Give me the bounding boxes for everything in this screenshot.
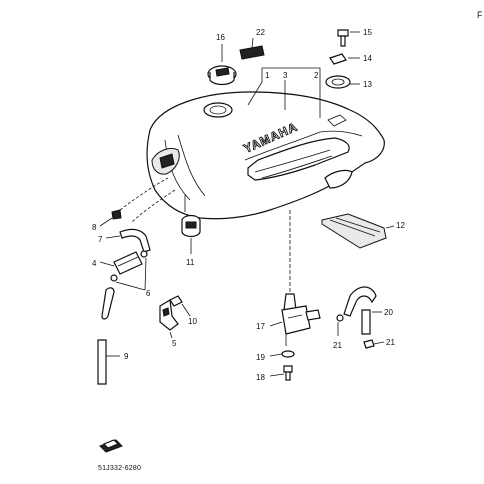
part-19-gasket: 19 xyxy=(256,350,295,362)
part-16-fuel-cap: 16 xyxy=(207,33,237,86)
part-9-hose: 9 xyxy=(97,287,129,385)
part-22-decal: 22 xyxy=(239,28,265,60)
callout-22: 22 xyxy=(256,28,265,37)
part-21-clips: 21 21 xyxy=(333,314,395,350)
part-20-hose: 20 xyxy=(343,286,393,335)
part-12-damper-pad: 12 xyxy=(321,213,405,249)
part-13-damper: 13 xyxy=(325,75,372,89)
footer-code: 51J332-6280 xyxy=(98,465,141,472)
callout-7: 7 xyxy=(98,235,103,244)
callout-2: 2 xyxy=(314,71,319,80)
part-7-fuel-hose: 7 xyxy=(98,228,151,253)
callout-6: 6 xyxy=(146,289,151,298)
part-10-bolt: 10 xyxy=(169,295,197,326)
callout-4: 4 xyxy=(92,259,97,268)
callout-16: 16 xyxy=(216,33,225,42)
callout-3: 3 xyxy=(283,71,288,80)
callout-11: 11 xyxy=(186,258,195,267)
callout-18: 18 xyxy=(256,373,265,382)
callout-17: 17 xyxy=(256,322,265,331)
callout-14: 14 xyxy=(363,54,372,63)
part-6-clips: 6 xyxy=(110,250,151,298)
part-18-screw: 18 xyxy=(256,365,293,382)
callout-21-right: 21 xyxy=(386,338,395,347)
callout-5: 5 xyxy=(172,339,177,348)
callout-19: 19 xyxy=(256,353,265,362)
part-8-clip: 8 xyxy=(92,177,169,232)
callouts-tank: 3 2 1 xyxy=(247,67,321,118)
footer-reference: 51J332-6280 xyxy=(98,439,141,472)
callout-9: 9 xyxy=(124,352,129,361)
edge-mark: F xyxy=(477,10,483,20)
part-4-fuel-filter: 4 xyxy=(92,251,143,275)
callout-10: 10 xyxy=(188,317,197,326)
callout-20: 20 xyxy=(384,308,393,317)
callout-15: 15 xyxy=(363,28,372,37)
part-14-collar: 14 xyxy=(329,53,372,65)
callout-8: 8 xyxy=(92,223,97,232)
callout-12: 12 xyxy=(396,221,405,230)
part-11-grommet: 11 xyxy=(181,195,201,267)
callout-1: 1 xyxy=(265,71,270,80)
callout-13: 13 xyxy=(363,80,372,89)
fuel-tank: YAMAHA xyxy=(146,91,385,220)
part-17-fuel-cock: 17 xyxy=(256,210,321,346)
callout-21-left: 21 xyxy=(333,341,342,350)
part-5-bracket: 5 xyxy=(159,299,179,348)
tank-emblem xyxy=(327,114,347,127)
part-15-bolt: 15 xyxy=(337,28,372,47)
